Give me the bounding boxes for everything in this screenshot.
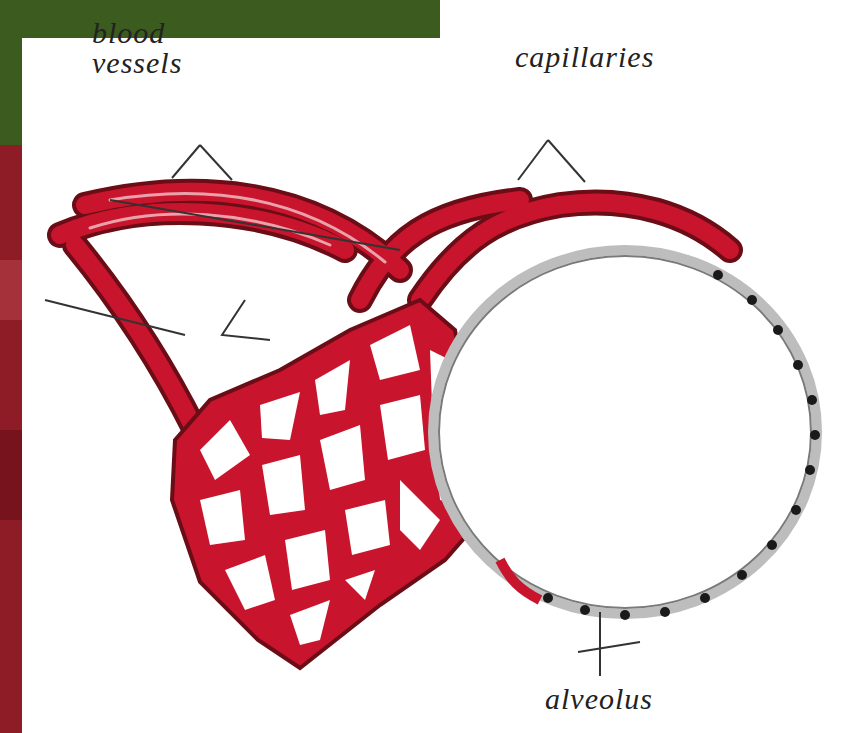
top-band: [0, 0, 440, 38]
alveolus-sac: [433, 250, 820, 620]
part-label: blood vessels: [92, 18, 207, 78]
side-strip: [0, 145, 22, 733]
part-label: alveolus: [545, 684, 785, 714]
side-band: [0, 0, 22, 150]
side-strip-shade: [0, 430, 22, 520]
leader-lines: [45, 140, 640, 676]
side-strip-shade: [0, 260, 22, 320]
part-label: capillaries: [515, 42, 735, 72]
